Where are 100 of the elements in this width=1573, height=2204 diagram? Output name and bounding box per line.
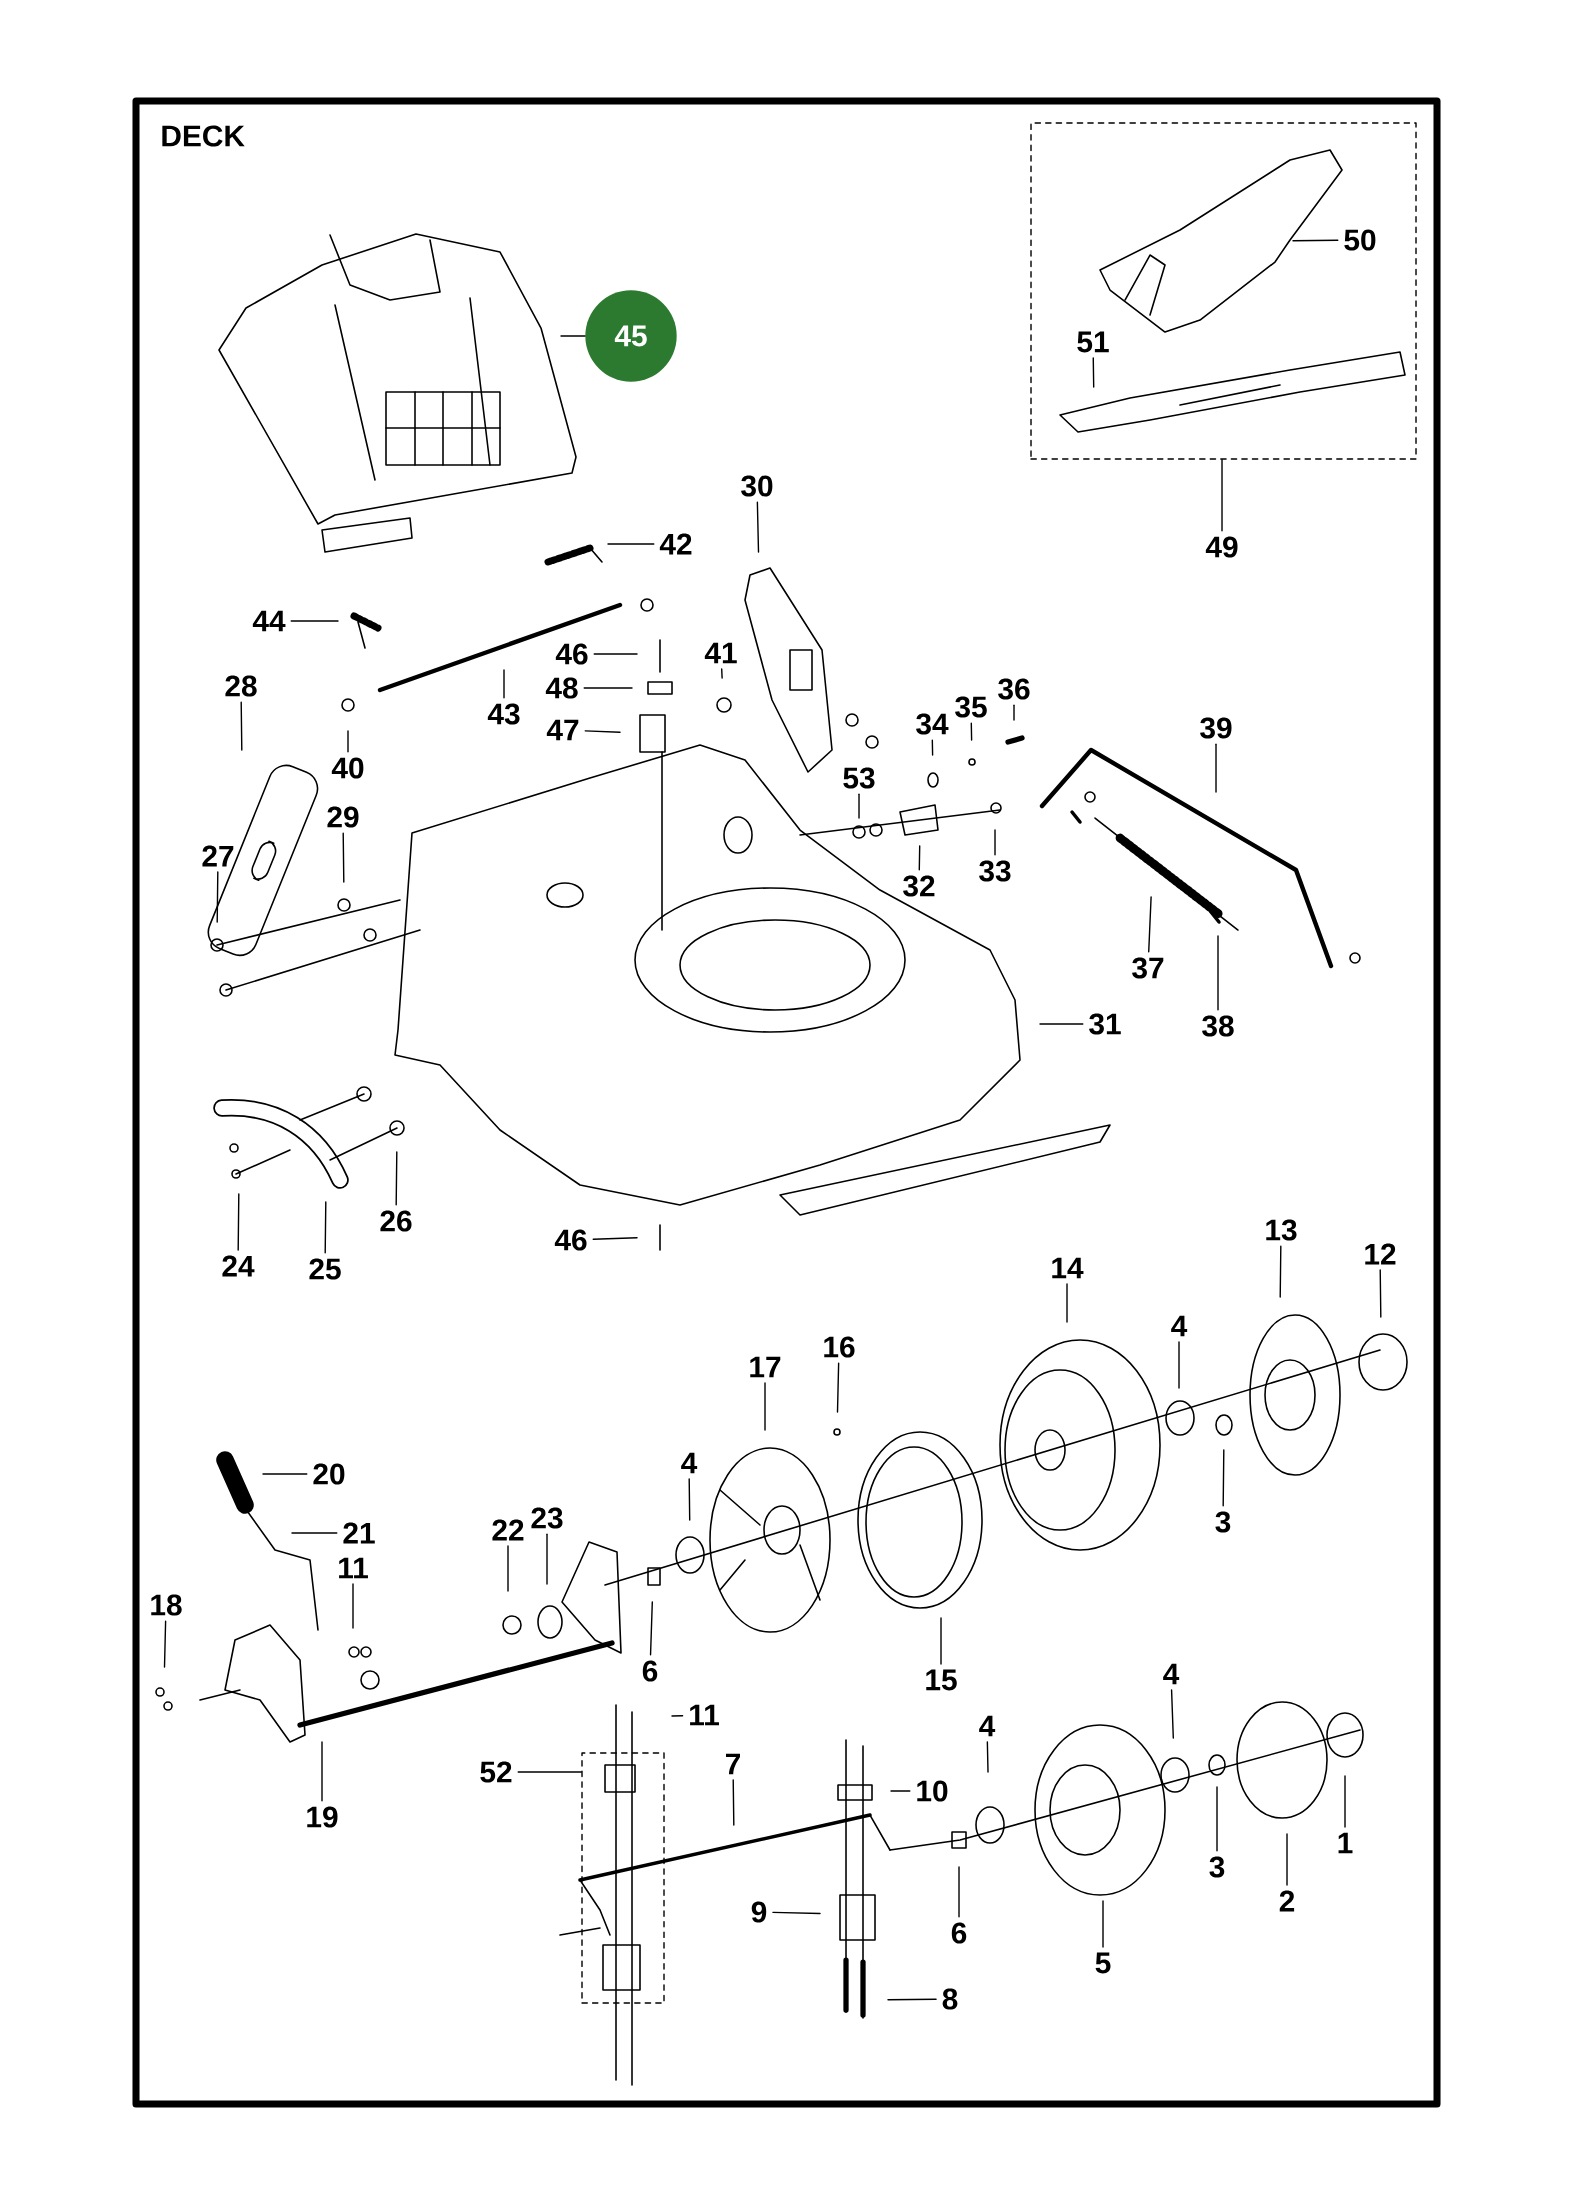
callout-number: 22 [492, 1519, 524, 1541]
leader-line [163, 1620, 167, 1668]
callout-number: 6 [951, 1922, 967, 1944]
leader-line [732, 1779, 735, 1826]
dashed-group-box [581, 1752, 665, 2004]
leader-line [342, 832, 345, 883]
callout-number: 33 [979, 860, 1011, 882]
leader-line [237, 1193, 240, 1251]
callout-number: 11 [339, 1557, 368, 1579]
callout-number: 13 [1266, 1219, 1297, 1241]
leader-line [1215, 743, 1217, 793]
leader-line [262, 1473, 308, 1475]
leader-line [1013, 704, 1015, 721]
leader-line [347, 730, 349, 753]
leader-line [890, 1790, 911, 1792]
leader-line [918, 845, 921, 871]
leader-line [721, 668, 723, 679]
callout-number: 26 [380, 1210, 412, 1232]
leader-line [970, 722, 973, 741]
callout-number: 9 [751, 1901, 767, 1923]
leader-line [836, 1362, 840, 1413]
callout-number: 27 [202, 845, 234, 867]
leader-line [1148, 896, 1152, 953]
callout-number: 8 [942, 1988, 958, 2010]
callout-number: 48 [545, 677, 578, 699]
callout-number: 11 [690, 1704, 719, 1726]
title: DECK [162, 125, 245, 147]
callout-number: 40 [331, 757, 364, 779]
callout-number: 31 [1089, 1013, 1121, 1035]
callout-number: 3 [1209, 1856, 1225, 1878]
leader-line [1216, 1786, 1218, 1852]
callout-number: 42 [659, 533, 692, 555]
callout-number: 4 [1163, 1663, 1180, 1685]
callout-number: 37 [1132, 957, 1164, 979]
callout-number: 44 [252, 610, 286, 632]
highlighted-callout: 45 [585, 290, 677, 382]
callout-number: 6 [642, 1660, 658, 1682]
leader-line [517, 1771, 582, 1773]
callout-number: 39 [1200, 717, 1232, 739]
leader-line [931, 739, 934, 756]
leader-line [858, 793, 860, 819]
leader-line [240, 701, 243, 751]
leader-line [583, 687, 633, 689]
callout-number: 1 [1338, 1832, 1353, 1854]
callout-number: 29 [327, 806, 359, 828]
leader-line [1039, 1023, 1084, 1025]
callout-number: 50 [1344, 229, 1376, 251]
leader-line [1102, 1900, 1104, 1948]
callout-number: 46 [554, 1229, 587, 1251]
leader-line [216, 871, 219, 923]
leader-line [1217, 935, 1219, 1011]
leader-line [395, 1151, 398, 1206]
leader-line [1292, 239, 1339, 242]
leader-line [649, 1601, 653, 1656]
leader-line [1344, 1775, 1346, 1828]
leader-line [1222, 1449, 1225, 1507]
leader-line [688, 1478, 691, 1521]
leader-line [756, 501, 760, 553]
leader-line [291, 1532, 338, 1534]
leader-line [958, 1866, 960, 1918]
leader-line [324, 1201, 327, 1254]
callout-number: 23 [531, 1507, 563, 1529]
callout-number: 4 [681, 1452, 698, 1474]
leader-line [887, 1998, 937, 2001]
leader-line [607, 543, 655, 545]
leader-line [352, 1583, 354, 1629]
callout-number: 34 [916, 713, 949, 735]
leader-line [1170, 1689, 1174, 1739]
leader-line [584, 730, 621, 733]
callout-number: 47 [546, 719, 579, 741]
leader-line [764, 1382, 766, 1431]
leader-line [592, 1237, 638, 1240]
callout-number: 3 [1215, 1511, 1231, 1533]
callout-number: 30 [741, 475, 773, 497]
callout-number: 32 [903, 875, 935, 897]
callout-number: 25 [309, 1258, 341, 1280]
callout-number: 17 [750, 1356, 781, 1378]
leader-line [321, 1741, 323, 1802]
callout-number: 21 [343, 1522, 375, 1544]
leader-line [507, 1545, 509, 1592]
callout-number: 16 [824, 1336, 855, 1358]
leader-line [503, 669, 505, 699]
dashed-group-box [1030, 122, 1417, 460]
leader-line [560, 335, 586, 337]
leader-line [1178, 1341, 1180, 1389]
leader-line [593, 653, 638, 655]
callout-number: 15 [926, 1669, 957, 1691]
callout-number: 38 [1202, 1015, 1234, 1037]
leader-line [1286, 1833, 1288, 1886]
leader-line [671, 1714, 684, 1717]
callout-number: 43 [487, 703, 520, 725]
leader-line [1092, 357, 1095, 388]
callout-number: 10 [917, 1780, 948, 1802]
leader-line [1066, 1283, 1068, 1323]
leader-line [994, 829, 996, 856]
callout-number: 28 [225, 675, 257, 697]
callout-number: 14 [1052, 1257, 1084, 1279]
callout-number: 52 [480, 1761, 512, 1783]
callout-number: 2 [1279, 1890, 1295, 1912]
callout-number: 5 [1095, 1952, 1111, 1974]
